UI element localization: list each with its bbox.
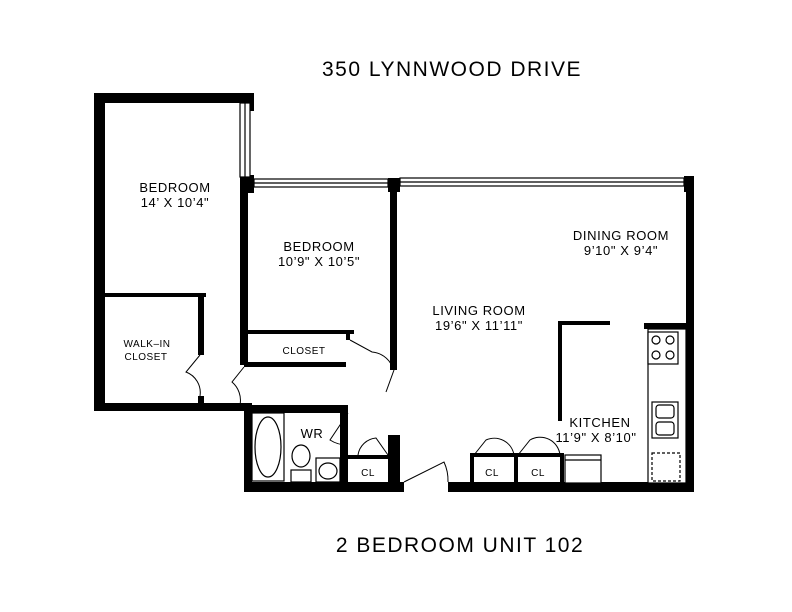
door-cl-3	[517, 436, 561, 456]
toilet-tank	[290, 469, 312, 483]
kitchen-name: KITCHEN	[569, 415, 630, 430]
dining-room-name: DINING ROOM	[573, 228, 669, 243]
wr-label: WR	[301, 426, 324, 441]
door-cl-1	[357, 437, 389, 456]
wall-top-right-corner	[684, 176, 694, 192]
door-closet	[349, 339, 393, 367]
closet-label: CLOSET	[282, 346, 325, 357]
wall-bath-top	[244, 405, 348, 413]
fixtures	[251, 331, 681, 484]
windows	[239, 102, 685, 188]
walkin-closet-line2: CLOSET	[124, 352, 167, 363]
bath-sink	[315, 457, 341, 483]
door-entry	[403, 461, 449, 483]
wall-bedroom2-top-stub	[248, 185, 254, 193]
wall-bath-right	[340, 405, 348, 492]
doors	[185, 339, 561, 483]
living-room-name: LIVING ROOM	[432, 303, 525, 318]
wall-bedrooms-divider	[240, 185, 248, 365]
wall-top-left	[94, 93, 254, 103]
labels: 350 LYNNWOOD DRIVE 2 BEDROOM UNIT 102 BE…	[123, 58, 669, 557]
door-bedroom1	[231, 366, 245, 406]
bathtub	[251, 412, 285, 482]
bedroom1-dims: 14’ X 10’4"	[141, 195, 210, 210]
closet-bottom-wall	[244, 362, 346, 367]
closet-top-wall	[244, 330, 354, 334]
cl-label-2: CL	[485, 468, 499, 479]
plan-title: 350 LYNNWOOD DRIVE	[322, 58, 582, 81]
plan-subtitle: 2 BEDROOM UNIT 102	[336, 534, 584, 557]
wall-living-top-corner	[388, 178, 400, 192]
toilet-bowl	[291, 444, 311, 468]
wall-living-left	[390, 190, 397, 370]
wall-walkin-bottom	[94, 403, 252, 411]
cl-label-3: CL	[531, 468, 545, 479]
bedroom2-dims: 10’9" X 10’5"	[278, 254, 360, 269]
refrigerator	[564, 454, 602, 484]
wall-kitchen-top	[644, 323, 694, 329]
wall-bottom-left	[244, 482, 404, 492]
walls	[94, 93, 694, 492]
wall-right	[686, 190, 694, 490]
wall-bottom-right	[448, 482, 694, 492]
kitchen-dims: 11’9" X 8’10"	[555, 430, 636, 445]
stove	[647, 331, 679, 365]
walkin-closet-line1: WALK–IN	[123, 339, 170, 350]
bedroom2-name: BEDROOM	[283, 239, 354, 254]
kitchen-partition-top	[558, 321, 610, 325]
door-wr	[329, 412, 349, 446]
kitchen-partition-left	[558, 321, 562, 421]
bedroom1-name: BEDROOM	[139, 180, 210, 195]
door-walkin	[185, 354, 201, 397]
wall-entry-left	[388, 435, 400, 491]
door-cl-2	[473, 437, 515, 456]
wall-left	[94, 93, 105, 411]
wall-bedroom-corner	[240, 175, 254, 187]
door-bedroom2	[385, 369, 395, 393]
wall-top-left-corner	[244, 93, 254, 111]
dining-room-dims: 9’10" X 9’4"	[584, 243, 658, 258]
living-room-dims: 19’6" X 11’11"	[435, 318, 523, 333]
cl-label-1: CL	[361, 468, 375, 479]
wall-bath-left	[244, 405, 252, 492]
dishwasher	[651, 452, 681, 482]
